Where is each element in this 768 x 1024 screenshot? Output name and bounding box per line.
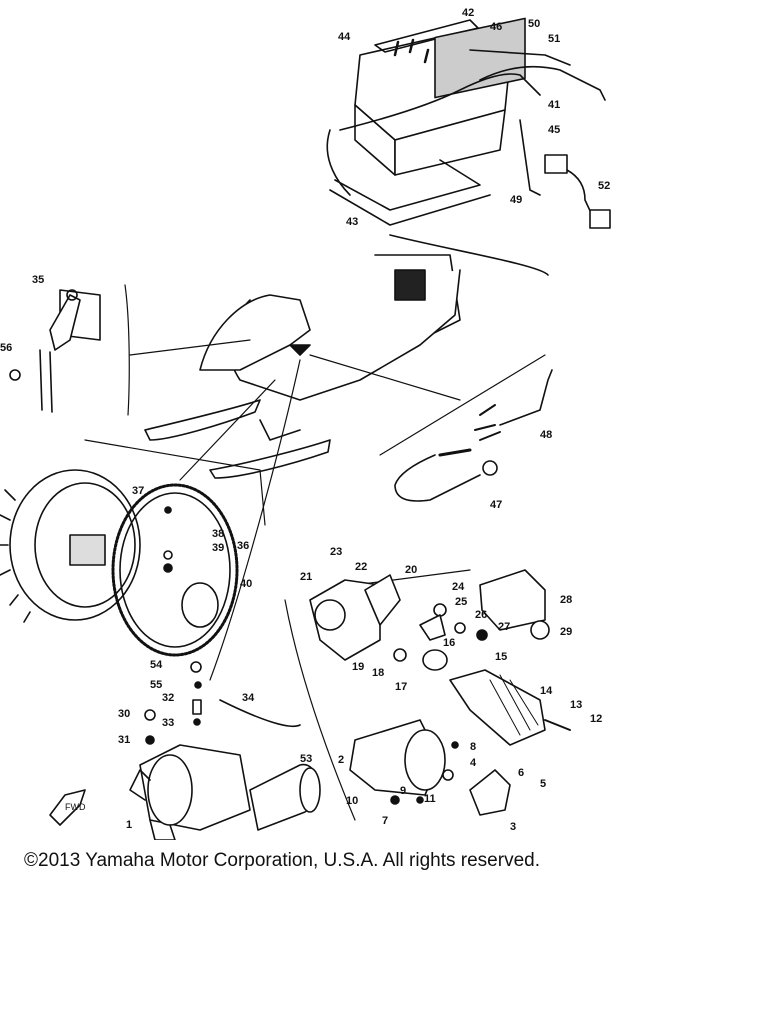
callout-15: 15 [495, 651, 507, 663]
battery-tray [334, 159, 481, 211]
callout-31: 31 [118, 734, 130, 746]
armature [449, 669, 571, 746]
callout-7: 7 [382, 815, 388, 827]
fuse-holder [544, 154, 568, 174]
callout-29: 29 [560, 626, 572, 638]
copyright-notice: ©2013 Yamaha Motor Corporation, U.S.A. A… [24, 850, 540, 871]
callout-45: 45 [548, 124, 560, 136]
callout-11: 11 [424, 793, 436, 805]
callout-35: 35 [32, 274, 44, 286]
callout-10: 10 [346, 795, 358, 807]
callout-37: 37 [132, 485, 144, 497]
callout-34: 34 [242, 692, 255, 704]
callout-3: 3 [510, 821, 516, 833]
callout-47: 47 [490, 499, 502, 511]
callout-28: 28 [560, 594, 572, 606]
ground-wire [519, 119, 541, 196]
leader-lines [84, 284, 546, 821]
callout-39: 39 [212, 542, 224, 554]
parts-diagram: FWD 123456789101112131415161718192021222… [0, 7, 611, 840]
callout-17: 17 [395, 681, 407, 693]
callout-55: 55 [150, 679, 162, 691]
battery-cable [479, 65, 606, 101]
callout-14: 14 [540, 685, 553, 697]
callout-43: 43 [346, 216, 358, 228]
callout-42: 42 [462, 7, 474, 19]
callout-30: 30 [118, 708, 130, 720]
callout-5: 5 [540, 778, 546, 790]
callout-2: 2 [338, 754, 344, 766]
starter-motor-assembled [129, 661, 321, 840]
o-ring [181, 582, 219, 628]
callout-44: 44 [338, 31, 351, 43]
front-arrow-label: FWD [65, 802, 86, 812]
callout-33: 33 [162, 717, 174, 729]
front-direction-arrow: FWD [49, 789, 86, 826]
callout-20: 20 [405, 564, 417, 576]
windshield [199, 294, 311, 371]
callout-56: 56 [0, 342, 12, 354]
battery-assembly [326, 17, 611, 229]
callout-41: 41 [548, 99, 560, 111]
callout-9: 9 [400, 785, 406, 797]
starter-housing [349, 719, 511, 816]
callout-13: 13 [570, 699, 582, 711]
bracket-assembly [9, 289, 101, 413]
end-cover [469, 769, 511, 816]
callout-4: 4 [470, 757, 477, 769]
callout-51: 51 [548, 33, 560, 45]
starter-drive [309, 569, 550, 671]
ski-right [209, 439, 331, 479]
callout-36: 36 [237, 540, 249, 552]
callout-27: 27 [498, 621, 510, 633]
callout-23: 23 [330, 546, 342, 558]
callout-19: 19 [352, 661, 364, 673]
callout-50: 50 [528, 18, 540, 30]
callout-26: 26 [475, 609, 487, 621]
snowmobile-body [144, 234, 549, 479]
callout-22: 22 [355, 561, 367, 573]
callout-25: 25 [455, 596, 467, 608]
seat-panel [394, 269, 426, 301]
callout-1: 1 [126, 819, 132, 831]
callout-40: 40 [240, 578, 252, 590]
starter-cable [219, 699, 301, 728]
callout-46: 46 [490, 21, 502, 33]
callout-21: 21 [300, 571, 312, 583]
callout-12: 12 [590, 713, 602, 725]
wire-harness [394, 369, 553, 502]
callout-18: 18 [372, 667, 384, 679]
callout-8: 8 [470, 741, 476, 753]
flywheel [0, 469, 141, 623]
callout-54: 54 [150, 659, 163, 671]
callout-24: 24 [452, 581, 465, 593]
solenoid [479, 569, 546, 631]
callout-49: 49 [510, 194, 522, 206]
callout-38: 38 [212, 528, 224, 540]
callout-16: 16 [443, 637, 455, 649]
callout-53: 53 [300, 753, 312, 765]
callout-48: 48 [540, 429, 552, 441]
callout-52: 52 [598, 180, 610, 192]
callout-6: 6 [518, 767, 524, 779]
callout-32: 32 [162, 692, 174, 704]
battery-pad [434, 17, 526, 99]
ski-left [144, 399, 261, 441]
ring-gear [111, 483, 239, 657]
